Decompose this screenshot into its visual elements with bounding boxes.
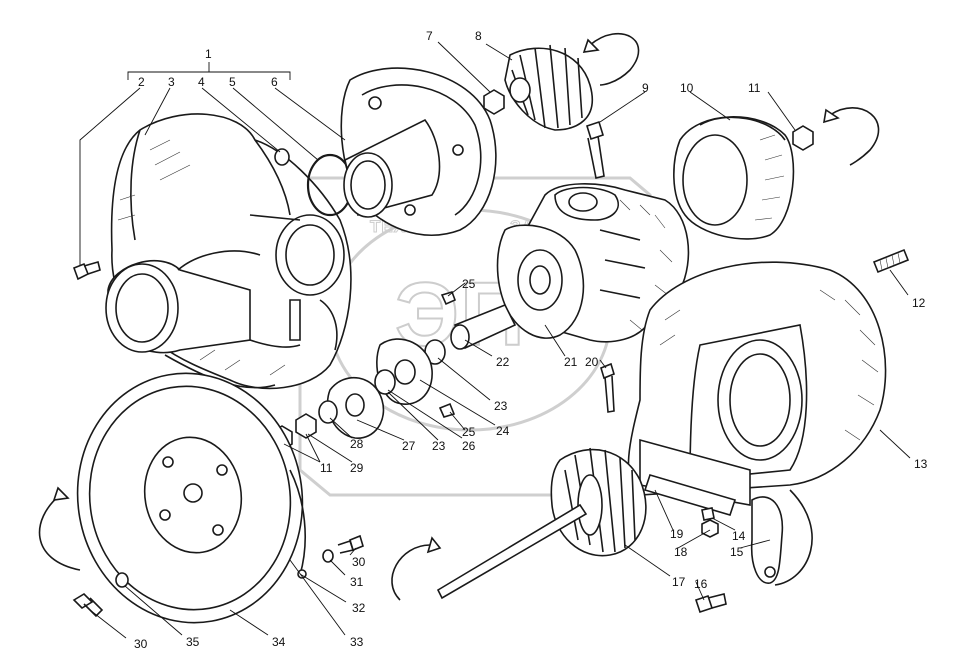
callout-6: 6 <box>271 75 278 89</box>
plug-4 <box>274 148 290 166</box>
callout-33: 33 <box>350 635 364 649</box>
callout-27: 27 <box>402 439 416 453</box>
nut-29 <box>295 413 317 439</box>
callout-13: 13 <box>914 457 928 471</box>
callout-9: 9 <box>642 81 649 95</box>
bolt-20 <box>600 362 615 413</box>
clip-25-top <box>440 291 457 306</box>
bearing-housing-21 <box>496 183 690 343</box>
callout-14: 14 <box>732 529 746 543</box>
callout-22: 22 <box>496 355 510 369</box>
rotation-arrow-top <box>589 33 640 86</box>
sleeve-22 <box>450 303 517 350</box>
callout-3: 3 <box>168 75 175 89</box>
callout-11-top: 11 <box>748 81 761 95</box>
callout-7: 7 <box>426 29 433 43</box>
bolt-30-left <box>72 592 104 618</box>
callout-20: 20 <box>585 355 599 369</box>
callout-32: 32 <box>352 601 366 615</box>
callout-8: 8 <box>475 29 482 43</box>
clamp-32 <box>289 469 306 576</box>
callout-29: 29 <box>350 461 364 475</box>
callout-25-bottom: 25 <box>462 425 476 439</box>
callout-28: 28 <box>350 437 364 451</box>
washer-35 <box>115 572 129 588</box>
callout-24: 24 <box>496 424 510 438</box>
nut-11-top <box>792 125 814 151</box>
callout-2: 2 <box>138 75 145 89</box>
heat-shield-10 <box>673 116 795 240</box>
callout-17: 17 <box>672 575 686 589</box>
bolt-2 <box>72 261 101 281</box>
bolt-30-right <box>337 534 364 554</box>
bracket-15 <box>750 496 784 584</box>
callout-16: 16 <box>694 577 708 591</box>
diffuser-plate-6 <box>340 67 497 236</box>
nut-18 <box>701 519 719 538</box>
compressor-wheel-8 <box>504 44 593 131</box>
callout-labels: 1 2 3 4 5 6 7 8 9 10 11 11 12 13 14 15 1… <box>134 29 928 651</box>
callout-30-left: 30 <box>134 637 148 651</box>
washer-31 <box>322 549 334 563</box>
callout-34: 34 <box>272 635 286 649</box>
bolt-9 <box>586 120 605 179</box>
callout-11-bottom: 11 <box>320 461 333 475</box>
clip-25-bottom <box>438 402 456 418</box>
ring-26 <box>374 369 396 395</box>
callout-25-top: 25 <box>462 277 476 291</box>
compressor-housing <box>105 113 352 390</box>
washer-28 <box>318 400 338 424</box>
callout-23-left: 23 <box>432 439 446 453</box>
turbine-wheel-shaft-17 <box>436 447 647 600</box>
callout-15: 15 <box>730 545 744 559</box>
callout-1: 1 <box>205 47 212 61</box>
callout-4: 4 <box>198 75 205 89</box>
callout-30-right: 30 <box>352 555 366 569</box>
callout-31: 31 <box>350 575 364 589</box>
callout-26: 26 <box>462 439 476 453</box>
callout-18: 18 <box>674 545 688 559</box>
leader-lines <box>79 41 911 639</box>
callout-21: 21 <box>564 355 578 369</box>
turbine-housing-13 <box>627 261 887 506</box>
callout-23-right: 23 <box>494 399 508 413</box>
callout-19: 19 <box>670 527 684 541</box>
gasket-19 <box>643 474 737 516</box>
callout-5: 5 <box>229 75 236 89</box>
callout-12: 12 <box>912 296 926 310</box>
backplate-34 <box>76 372 304 624</box>
stud-12 <box>872 248 910 274</box>
nut-7 <box>483 89 505 115</box>
washer-14 <box>701 507 715 521</box>
callout-10: 10 <box>680 81 694 95</box>
callout-35: 35 <box>186 635 200 649</box>
bolt-16 <box>694 593 727 614</box>
